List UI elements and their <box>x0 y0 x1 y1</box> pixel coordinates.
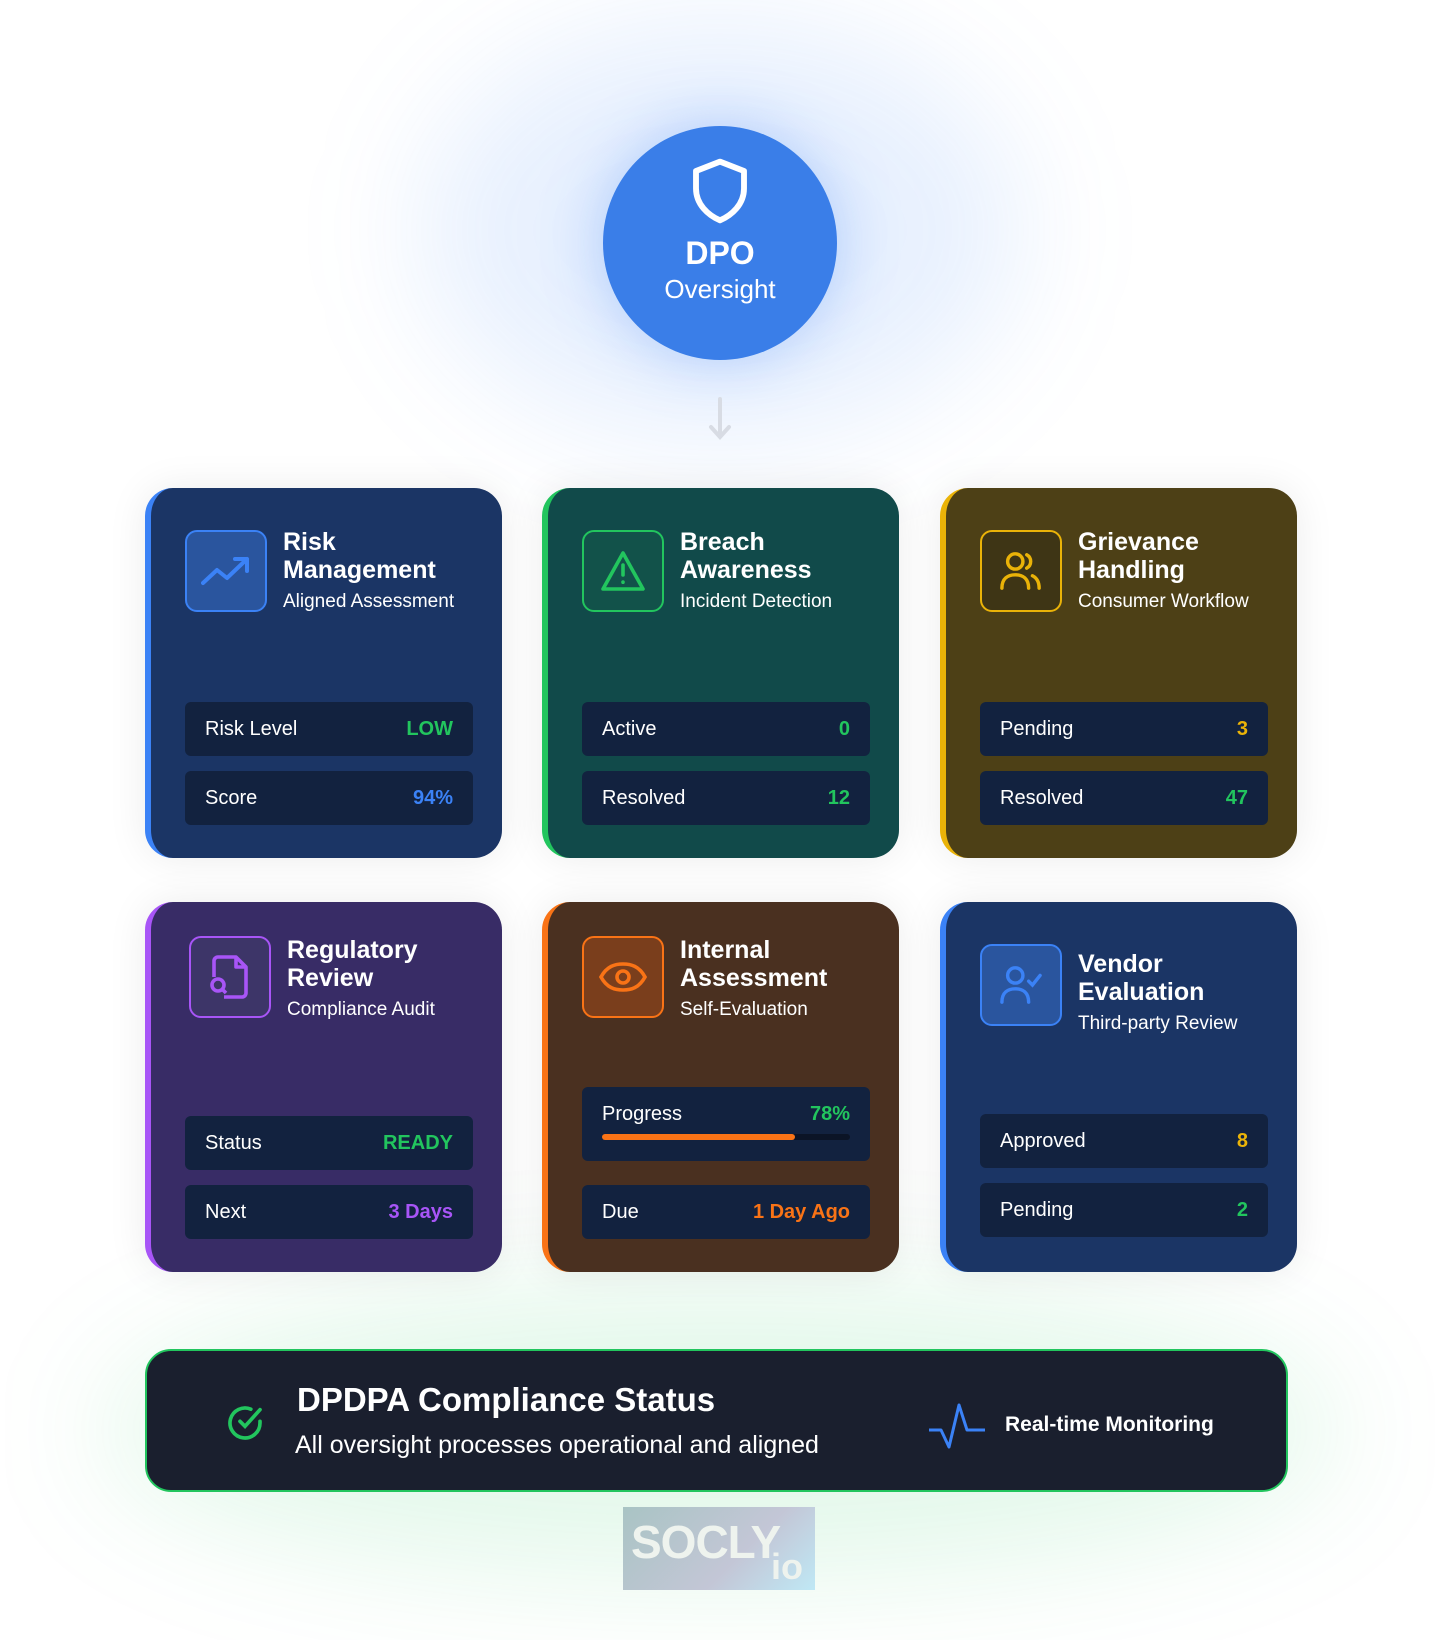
stat-row: Approved 8 <box>980 1114 1268 1168</box>
card-subtitle: Compliance Audit <box>287 999 435 1020</box>
card-subtitle: Consumer Workflow <box>1078 591 1249 612</box>
progress-row: Progress 78% <box>582 1087 870 1161</box>
card-title: Internal Assessment <box>680 936 828 992</box>
file-search-icon <box>189 936 271 1018</box>
stat-label: Pending <box>1000 717 1074 740</box>
compliance-status-banner: DPDPA Compliance Status All oversight pr… <box>145 1349 1288 1492</box>
stat-label: Pending <box>1000 1198 1074 1221</box>
stat-row: Due 1 Day Ago <box>582 1185 870 1239</box>
dpo-oversight-hub: DPO Oversight <box>603 126 837 360</box>
stat-row: Status READY <box>185 1116 473 1170</box>
stat-label: Next <box>205 1200 247 1223</box>
stat-row: Pending 2 <box>980 1183 1268 1237</box>
activity-pulse-icon <box>929 1403 985 1449</box>
hub-title: DPO <box>685 235 755 271</box>
stat-value: 2 <box>1236 1198 1248 1221</box>
users-icon <box>980 530 1062 612</box>
shield-icon <box>693 158 747 224</box>
card-title: Risk Management <box>283 528 436 584</box>
stat-label: Resolved <box>602 786 686 809</box>
realtime-monitoring-label: Real-time Monitoring <box>1005 1413 1214 1436</box>
stat-row: Pending 3 <box>980 702 1268 756</box>
stat-label: Approved <box>1000 1129 1086 1152</box>
stat-label: Active <box>602 717 657 740</box>
stat-row: Score 94% <box>185 771 473 825</box>
warning-triangle-icon <box>582 530 664 612</box>
stat-value: 78% <box>809 1103 850 1125</box>
card-title: Breach Awareness <box>680 528 812 584</box>
card-title: Regulatory Review <box>287 936 418 992</box>
stat-row: Resolved 47 <box>980 771 1268 825</box>
stat-value: 47 <box>1225 786 1248 809</box>
card-title: Vendor Evaluation <box>1078 950 1205 1006</box>
stat-label: Resolved <box>1000 786 1084 809</box>
stat-value: 8 <box>1236 1129 1248 1152</box>
stat-value: 0 <box>838 717 850 740</box>
banner-title: DPDPA Compliance Status <box>297 1381 716 1418</box>
stat-row: Next 3 Days <box>185 1185 473 1239</box>
arrow-down-icon <box>709 397 731 440</box>
user-check-icon <box>980 944 1062 1026</box>
stat-row: Risk Level LOW <box>185 702 473 756</box>
stat-label: Progress <box>602 1103 683 1125</box>
stat-label: Status <box>205 1131 262 1154</box>
banner-subtitle: All oversight processes operational and … <box>295 1431 819 1459</box>
stat-value: 1 Day Ago <box>752 1200 850 1223</box>
card-subtitle: Aligned Assessment <box>283 591 455 612</box>
stat-row: Resolved 12 <box>582 771 870 825</box>
stat-label: Score <box>205 786 258 809</box>
stat-value: 12 <box>827 786 850 809</box>
card-subtitle: Incident Detection <box>680 591 833 612</box>
stat-value: 3 <box>1236 717 1248 740</box>
card-subtitle: Self-Evaluation <box>680 999 808 1020</box>
stat-value: 3 Days <box>388 1200 454 1223</box>
progress-bar <box>602 1134 850 1140</box>
stat-value: READY <box>382 1131 453 1154</box>
check-circle-icon <box>228 1406 262 1440</box>
card-subtitle: Third-party Review <box>1078 1013 1238 1034</box>
hub-subtitle: Oversight <box>664 274 776 304</box>
stat-value: 94% <box>412 786 453 809</box>
eye-icon <box>582 936 664 1018</box>
stat-value: LOW <box>406 717 453 740</box>
stat-label: Due <box>602 1200 639 1223</box>
stat-label: Risk Level <box>205 717 298 740</box>
stat-row: Active 0 <box>582 702 870 756</box>
card-title: Grievance Handling <box>1078 528 1199 584</box>
trending-up-icon <box>185 530 267 612</box>
